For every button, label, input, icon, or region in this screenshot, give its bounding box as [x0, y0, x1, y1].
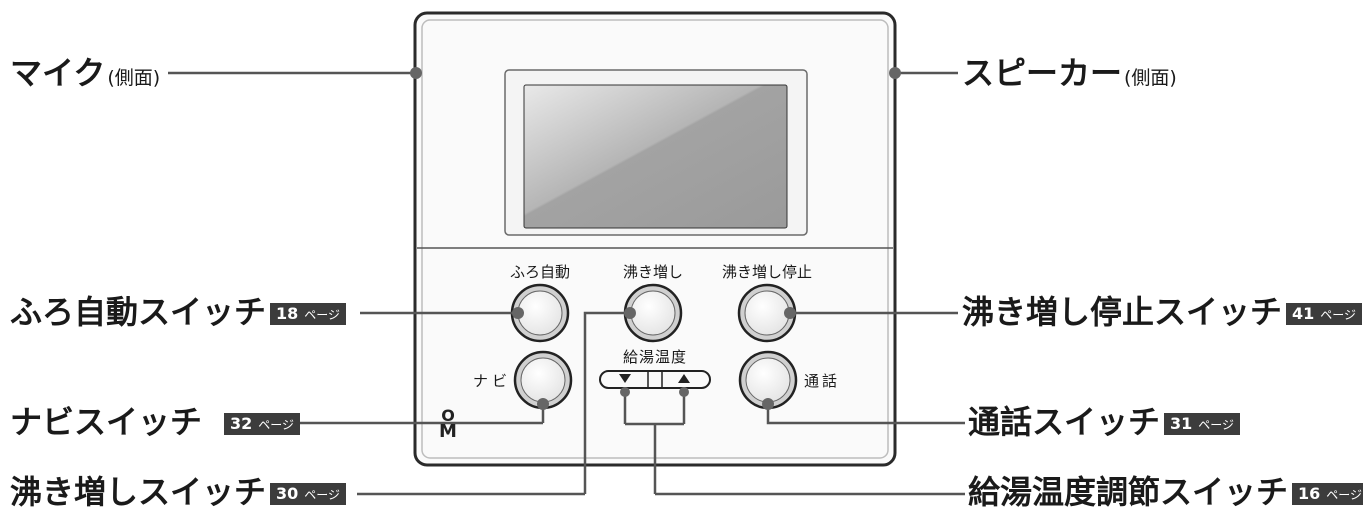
call-panel-label: 通話	[803, 372, 840, 390]
call-page-badge[interactable]: 31 ページ	[1164, 413, 1241, 435]
bath-auto-callout: ふろ自動スイッチ 18 ページ	[10, 292, 347, 332]
navi-button[interactable]	[513, 350, 573, 410]
triangle-down-icon[interactable]	[619, 374, 631, 383]
speaker-callout: スピーカー(側面)	[962, 53, 1177, 98]
page-unit: ページ	[258, 418, 295, 432]
temp-panel-label: 給湯温度	[622, 348, 687, 366]
speaker-label: スピーカー	[962, 54, 1123, 92]
reheat-stop-label: 沸き増し停止スイッチ	[962, 293, 1283, 331]
bath-auto-panel-label: ふろ自動	[509, 263, 570, 281]
leader-lines	[168, 71, 965, 496]
page-unit: ページ	[1320, 308, 1357, 322]
navi-label: ナビスイッチ	[10, 403, 203, 441]
page-number: 16	[1298, 484, 1321, 503]
page-number: 32	[230, 414, 253, 433]
page-unit: ページ	[1198, 418, 1235, 432]
page-number: 41	[1292, 304, 1315, 323]
page-number: 18	[276, 304, 299, 323]
reheat-button[interactable]	[623, 283, 683, 343]
temp-rocker[interactable]	[599, 370, 711, 389]
call-label: 通話スイッチ	[968, 403, 1161, 441]
call-callout: 通話スイッチ 31 ページ	[968, 402, 1241, 442]
reheat-stop-button[interactable]	[737, 283, 797, 343]
page-unit: ページ	[304, 488, 341, 502]
mic-callout: マイク(側面)	[10, 53, 160, 98]
page-number: 30	[276, 484, 299, 503]
reheat-panel-label: 沸き増し	[622, 263, 683, 281]
navi-panel-label: ナビ	[472, 372, 511, 390]
display-screen	[523, 84, 788, 229]
navi-callout: ナビスイッチ 32 ページ	[10, 402, 301, 442]
mic-suffix: (側面)	[107, 67, 161, 89]
speaker-suffix: (側面)	[1124, 67, 1177, 89]
reheat-label: 沸き増しスイッチ	[10, 473, 267, 511]
reheat-stop-panel-label: 沸き増し停止	[721, 263, 812, 281]
bath-auto-page-badge[interactable]: 18 ページ	[270, 303, 347, 325]
bath-auto-button[interactable]	[510, 283, 570, 343]
reheat-stop-callout: 沸き増し停止スイッチ 41 ページ	[962, 292, 1363, 332]
call-button[interactable]	[738, 350, 798, 410]
brand-logo: O M	[437, 406, 459, 442]
triangle-up-icon[interactable]	[678, 374, 690, 383]
page-unit: ページ	[1326, 488, 1363, 502]
mic-label: マイク	[10, 54, 106, 92]
logo-bottom: M	[439, 421, 457, 442]
leader-dots	[410, 67, 901, 410]
reheat-callout: 沸き増しスイッチ 30 ページ	[10, 472, 347, 512]
logo-top: O	[441, 406, 455, 425]
reheat-stop-page-badge[interactable]: 41 ページ	[1286, 303, 1363, 325]
reheat-page-badge[interactable]: 30 ページ	[270, 483, 347, 505]
temp-adjust-page-badge[interactable]: 16 ページ	[1292, 483, 1363, 505]
bath-auto-label: ふろ自動スイッチ	[10, 293, 267, 331]
page-number: 31	[1170, 414, 1193, 433]
navi-page-badge[interactable]: 32 ページ	[224, 413, 301, 435]
page-unit: ページ	[304, 308, 341, 322]
temp-adjust-callout: 給湯温度調節スイッチ 16 ページ	[968, 472, 1363, 512]
temp-adjust-label: 給湯温度調節スイッチ	[968, 473, 1289, 511]
